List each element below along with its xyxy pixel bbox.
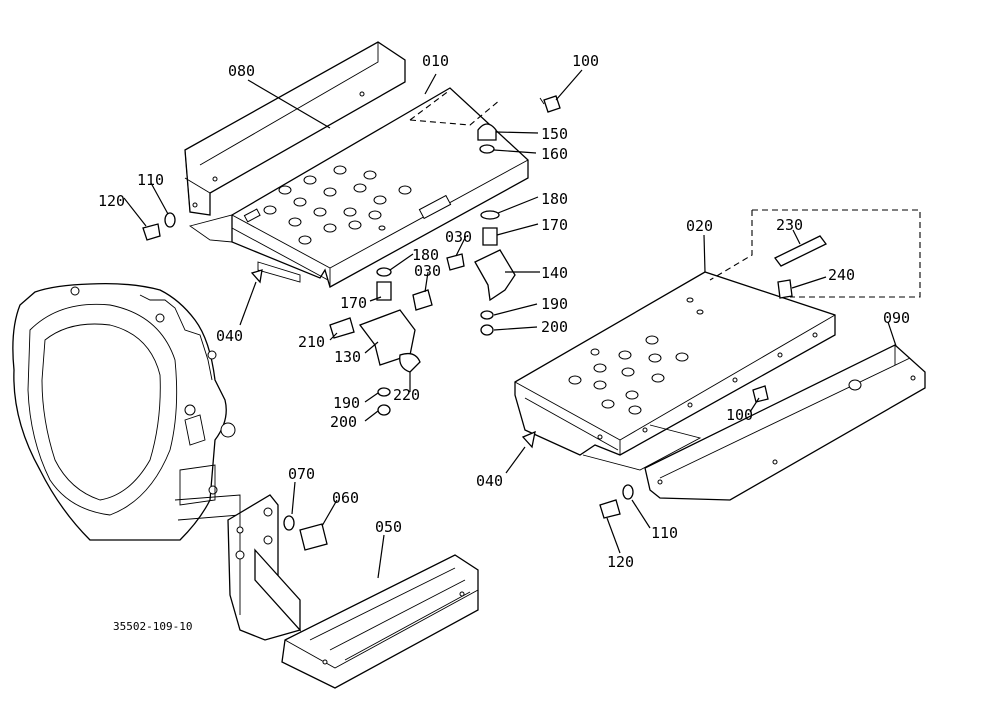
label-170-lower: 170 <box>340 294 367 312</box>
seat-plate-lower-holes <box>568 297 704 415</box>
label-010: 010 <box>422 52 449 70</box>
callout-labels: 080 010 100 150 160 110 120 180 170 030 … <box>98 52 910 633</box>
label-140: 140 <box>541 264 568 282</box>
label-080: 080 <box>228 62 255 80</box>
label-100-upper: 100 <box>572 52 599 70</box>
side-rail-right <box>644 344 926 501</box>
label-190-right: 190 <box>541 295 568 313</box>
seat-plate-lower <box>514 271 836 471</box>
label-040-left: 040 <box>216 327 243 345</box>
label-120-lower: 120 <box>607 553 634 571</box>
label-240: 240 <box>828 266 855 284</box>
label-230: 230 <box>776 216 803 234</box>
label-110-lower: 110 <box>651 524 678 542</box>
label-200-right: 200 <box>541 318 568 336</box>
label-130: 130 <box>334 348 361 366</box>
seat-plate-upper <box>188 87 529 288</box>
seat-plate-lower-edge-holes <box>597 332 818 440</box>
label-180-lower: 180 <box>412 246 439 264</box>
label-060: 060 <box>332 489 359 507</box>
label-050: 050 <box>375 518 402 536</box>
hardware <box>142 95 827 551</box>
label-200-left: 200 <box>330 413 357 431</box>
label-210: 210 <box>298 333 325 351</box>
label-020: 020 <box>686 217 713 235</box>
subassembly-box <box>709 209 921 298</box>
label-070: 070 <box>288 465 315 483</box>
label-120-upper: 120 <box>98 192 125 210</box>
label-170-upper: 170 <box>541 216 568 234</box>
label-030-upper: 030 <box>445 228 472 246</box>
transmission-housing <box>12 282 241 541</box>
label-090: 090 <box>883 309 910 327</box>
label-190-left: 190 <box>333 394 360 412</box>
label-110-upper: 110 <box>137 171 164 189</box>
step-assembly <box>227 494 479 689</box>
label-160: 160 <box>541 145 568 163</box>
label-100-lower: 100 <box>726 406 753 424</box>
label-030-lower: 030 <box>414 262 441 280</box>
figure-code: 35502-109-10 <box>113 620 192 633</box>
label-040-right: 040 <box>476 472 503 490</box>
leader-lines <box>123 69 897 579</box>
side-rail-left <box>184 41 406 216</box>
label-180-upper: 180 <box>541 190 568 208</box>
label-150: 150 <box>541 125 568 143</box>
seat-plate-upper-holes <box>263 165 412 245</box>
label-220: 220 <box>393 386 420 404</box>
